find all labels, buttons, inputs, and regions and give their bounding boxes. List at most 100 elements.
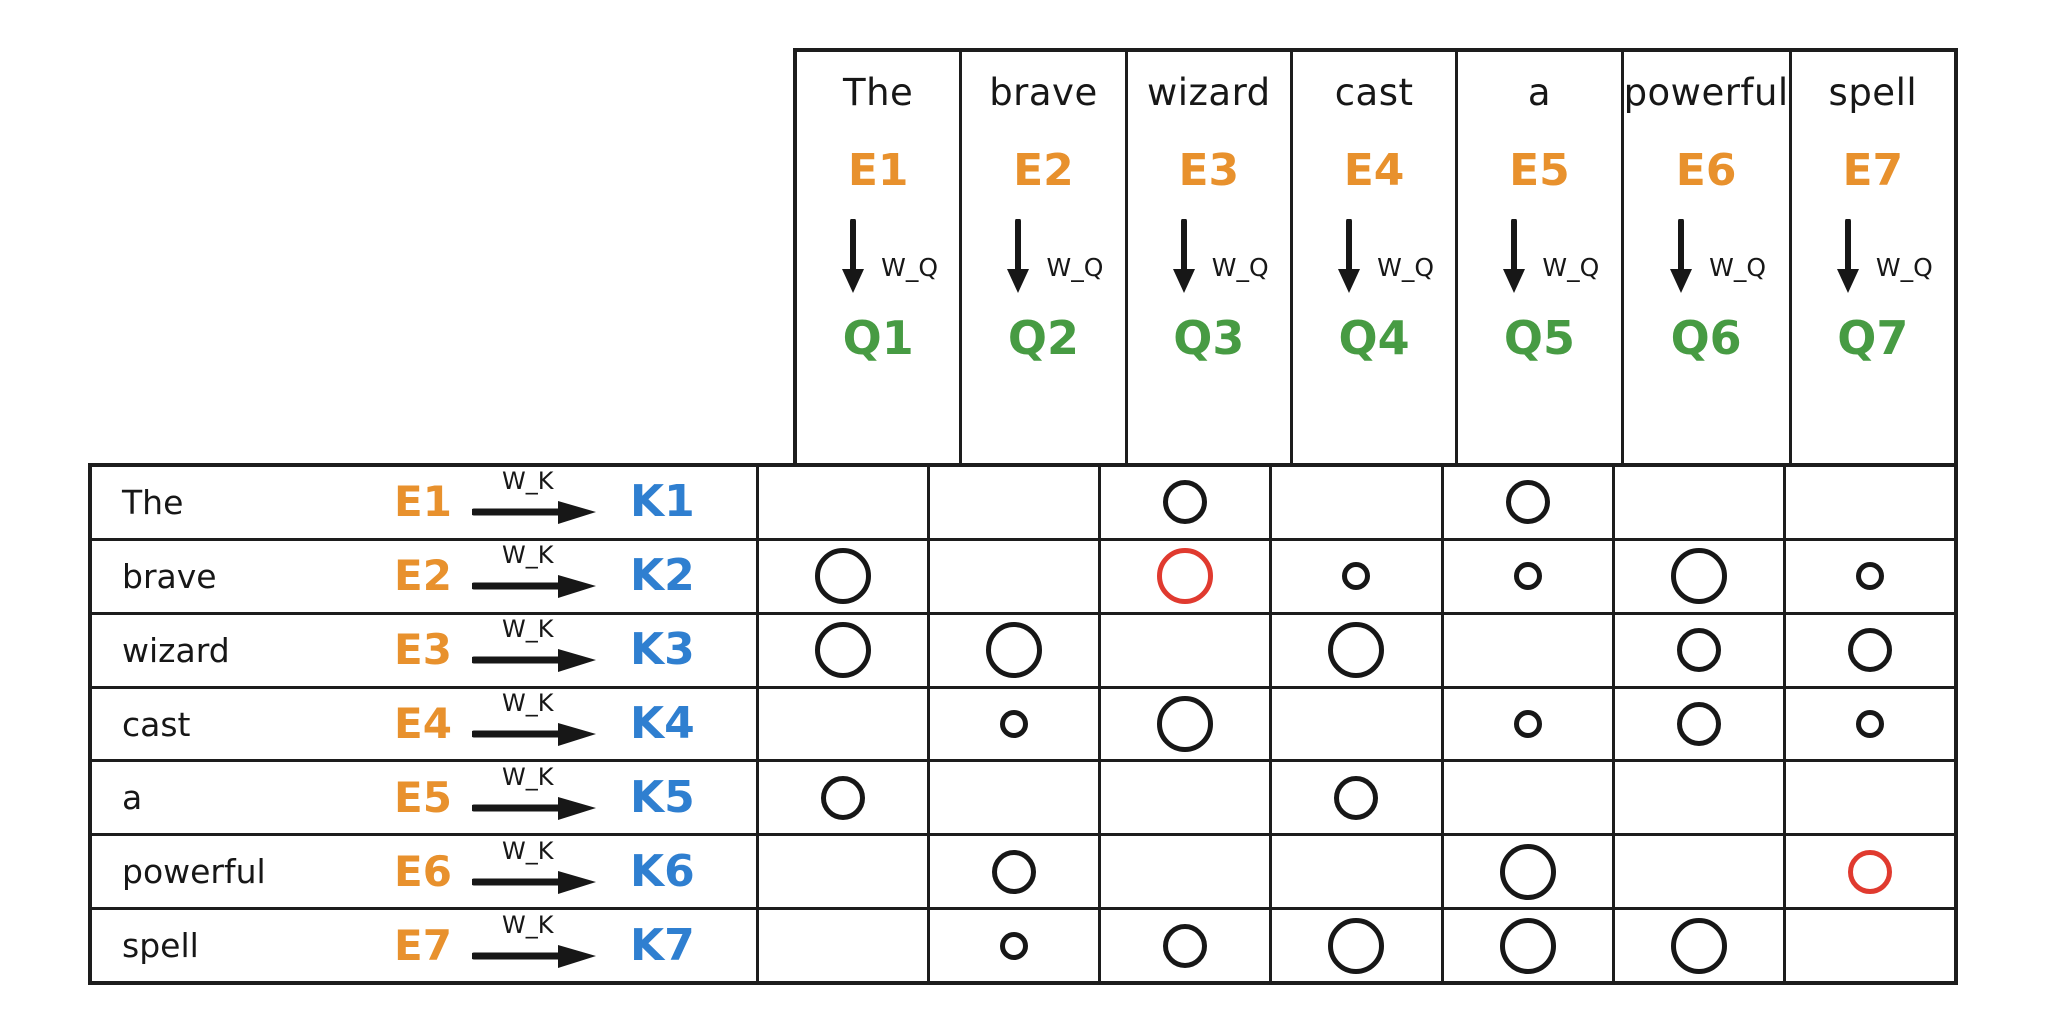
column-word-label: powerful xyxy=(1623,71,1789,114)
column-word-label: a xyxy=(1527,71,1551,114)
attention-cell-k5-q6[interactable] xyxy=(1615,762,1786,834)
wk-projection-arrow: W_K xyxy=(472,615,612,681)
attention-cell-k2-q7[interactable] xyxy=(1786,541,1954,612)
attention-cell-k7-q1[interactable] xyxy=(759,910,931,982)
row-embedding-label: E6 xyxy=(394,846,452,896)
right-arrow-icon xyxy=(472,944,596,968)
attention-score-circle xyxy=(1670,917,1727,974)
wq-projection-arrow: W_Q xyxy=(823,219,938,301)
attention-cell-k5-q3[interactable] xyxy=(1101,762,1273,834)
attention-cell-k4-q2[interactable] xyxy=(930,688,1102,760)
attention-score-circle xyxy=(1855,562,1884,591)
attention-cell-k6-q2[interactable] xyxy=(930,836,1102,908)
attention-cell-k7-q2[interactable] xyxy=(930,910,1102,982)
attention-cells xyxy=(759,614,1954,686)
attention-cell-k4-q7[interactable] xyxy=(1786,689,1954,760)
right-arrow-icon xyxy=(472,723,596,746)
wq-weight-label: W_Q xyxy=(1875,253,1933,282)
attention-cell-k2-q6[interactable] xyxy=(1615,540,1786,612)
attention-cell-k6-q7[interactable] xyxy=(1786,836,1954,907)
right-arrow-icon xyxy=(472,796,596,820)
attention-cell-k7-q4[interactable] xyxy=(1272,910,1444,982)
attention-cell-k1-q5[interactable] xyxy=(1444,467,1615,538)
attention-cell-k2-q2[interactable] xyxy=(930,540,1102,612)
row-embedding-label: E1 xyxy=(394,477,452,527)
attention-cell-k4-q5[interactable] xyxy=(1444,688,1615,760)
attention-cell-k3-q4[interactable] xyxy=(1272,614,1444,686)
attention-score-circle xyxy=(986,622,1043,679)
down-arrow-icon xyxy=(1172,219,1195,293)
row-key-label: K6 xyxy=(630,845,695,897)
attention-score-circle xyxy=(1676,628,1721,673)
attention-cell-k4-q1[interactable] xyxy=(759,688,931,760)
attention-cell-k6-q4[interactable] xyxy=(1272,836,1444,908)
column-query-label: Q3 xyxy=(1173,311,1245,365)
attention-cell-k2-q4[interactable] xyxy=(1272,540,1444,612)
row-word-label: wizard xyxy=(122,630,230,670)
row-word-label: The xyxy=(122,482,184,522)
wk-weight-label: W_K xyxy=(502,467,554,496)
attention-cell-k1-q3[interactable] xyxy=(1101,467,1273,538)
row-key-label: K4 xyxy=(630,698,695,749)
attention-cell-k2-q3[interactable] xyxy=(1101,540,1273,612)
wk-weight-label: W_K xyxy=(502,689,554,717)
attention-cell-k7-q5[interactable] xyxy=(1444,910,1615,982)
attention-cell-k1-q7[interactable] xyxy=(1786,467,1954,538)
attention-cell-k7-q3[interactable] xyxy=(1101,910,1273,982)
attention-cell-k1-q1[interactable] xyxy=(759,467,931,538)
attention-cell-k1-q4[interactable] xyxy=(1272,467,1444,538)
wq-weight-label: W_Q xyxy=(1377,253,1434,282)
attention-cell-k3-q5[interactable] xyxy=(1444,614,1615,686)
attention-cell-k5-q5[interactable] xyxy=(1444,762,1615,834)
attention-cell-k5-q4[interactable] xyxy=(1272,762,1444,834)
attention-score-circle xyxy=(1157,696,1214,752)
attention-cell-k3-q3[interactable] xyxy=(1101,614,1273,686)
attention-cell-k3-q2[interactable] xyxy=(930,614,1102,686)
attention-cell-k5-q2[interactable] xyxy=(930,762,1102,834)
wk-projection-arrow: W_K xyxy=(472,689,612,755)
attention-score-circle xyxy=(1000,710,1029,738)
attention-cell-k6-q6[interactable] xyxy=(1615,836,1786,908)
wq-projection-arrow: W_Q xyxy=(988,219,1103,301)
attention-cell-k4-q6[interactable] xyxy=(1615,688,1786,760)
attention-cell-k2-q1[interactable] xyxy=(759,540,931,612)
row-key-label: K3 xyxy=(630,624,695,676)
attention-cell-k7-q6[interactable] xyxy=(1615,910,1786,982)
attention-cell-k6-q3[interactable] xyxy=(1101,836,1273,908)
column-word-label: spell xyxy=(1828,71,1918,114)
attention-score-circle xyxy=(1328,917,1385,974)
attention-score-circle xyxy=(1499,917,1556,974)
attention-cell-k4-q4[interactable] xyxy=(1272,688,1444,760)
wk-projection-arrow: W_K xyxy=(472,541,612,607)
down-arrow-icon xyxy=(1670,219,1693,293)
column-query-label: Q1 xyxy=(842,311,914,365)
attention-cell-k3-q6[interactable] xyxy=(1615,614,1786,686)
attention-cell-k3-q1[interactable] xyxy=(759,614,931,686)
attention-cell-k2-q5[interactable] xyxy=(1444,540,1615,612)
attention-cells xyxy=(759,540,1954,612)
attention-cell-k6-q5[interactable] xyxy=(1444,836,1615,908)
attention-cells xyxy=(759,467,1954,538)
attention-cell-k3-q7[interactable] xyxy=(1786,615,1954,686)
row-word-label: brave xyxy=(122,556,217,596)
wk-projection-arrow: W_K xyxy=(472,763,612,829)
attention-cell-k7-q7[interactable] xyxy=(1786,910,1954,981)
attention-cell-k6-q1[interactable] xyxy=(759,836,931,908)
down-arrow-icon xyxy=(842,219,865,293)
attention-score-circle xyxy=(1342,562,1371,591)
attention-score-circle-highlight xyxy=(1157,548,1214,605)
attention-cell-k4-q3[interactable] xyxy=(1101,688,1273,760)
attention-cell-k5-q1[interactable] xyxy=(759,762,931,834)
attention-score-circle-highlight xyxy=(1847,849,1892,894)
attention-cell-k1-q6[interactable] xyxy=(1615,467,1786,538)
attention-cell-k1-q2[interactable] xyxy=(930,467,1102,538)
attention-cell-k5-q7[interactable] xyxy=(1786,762,1954,833)
